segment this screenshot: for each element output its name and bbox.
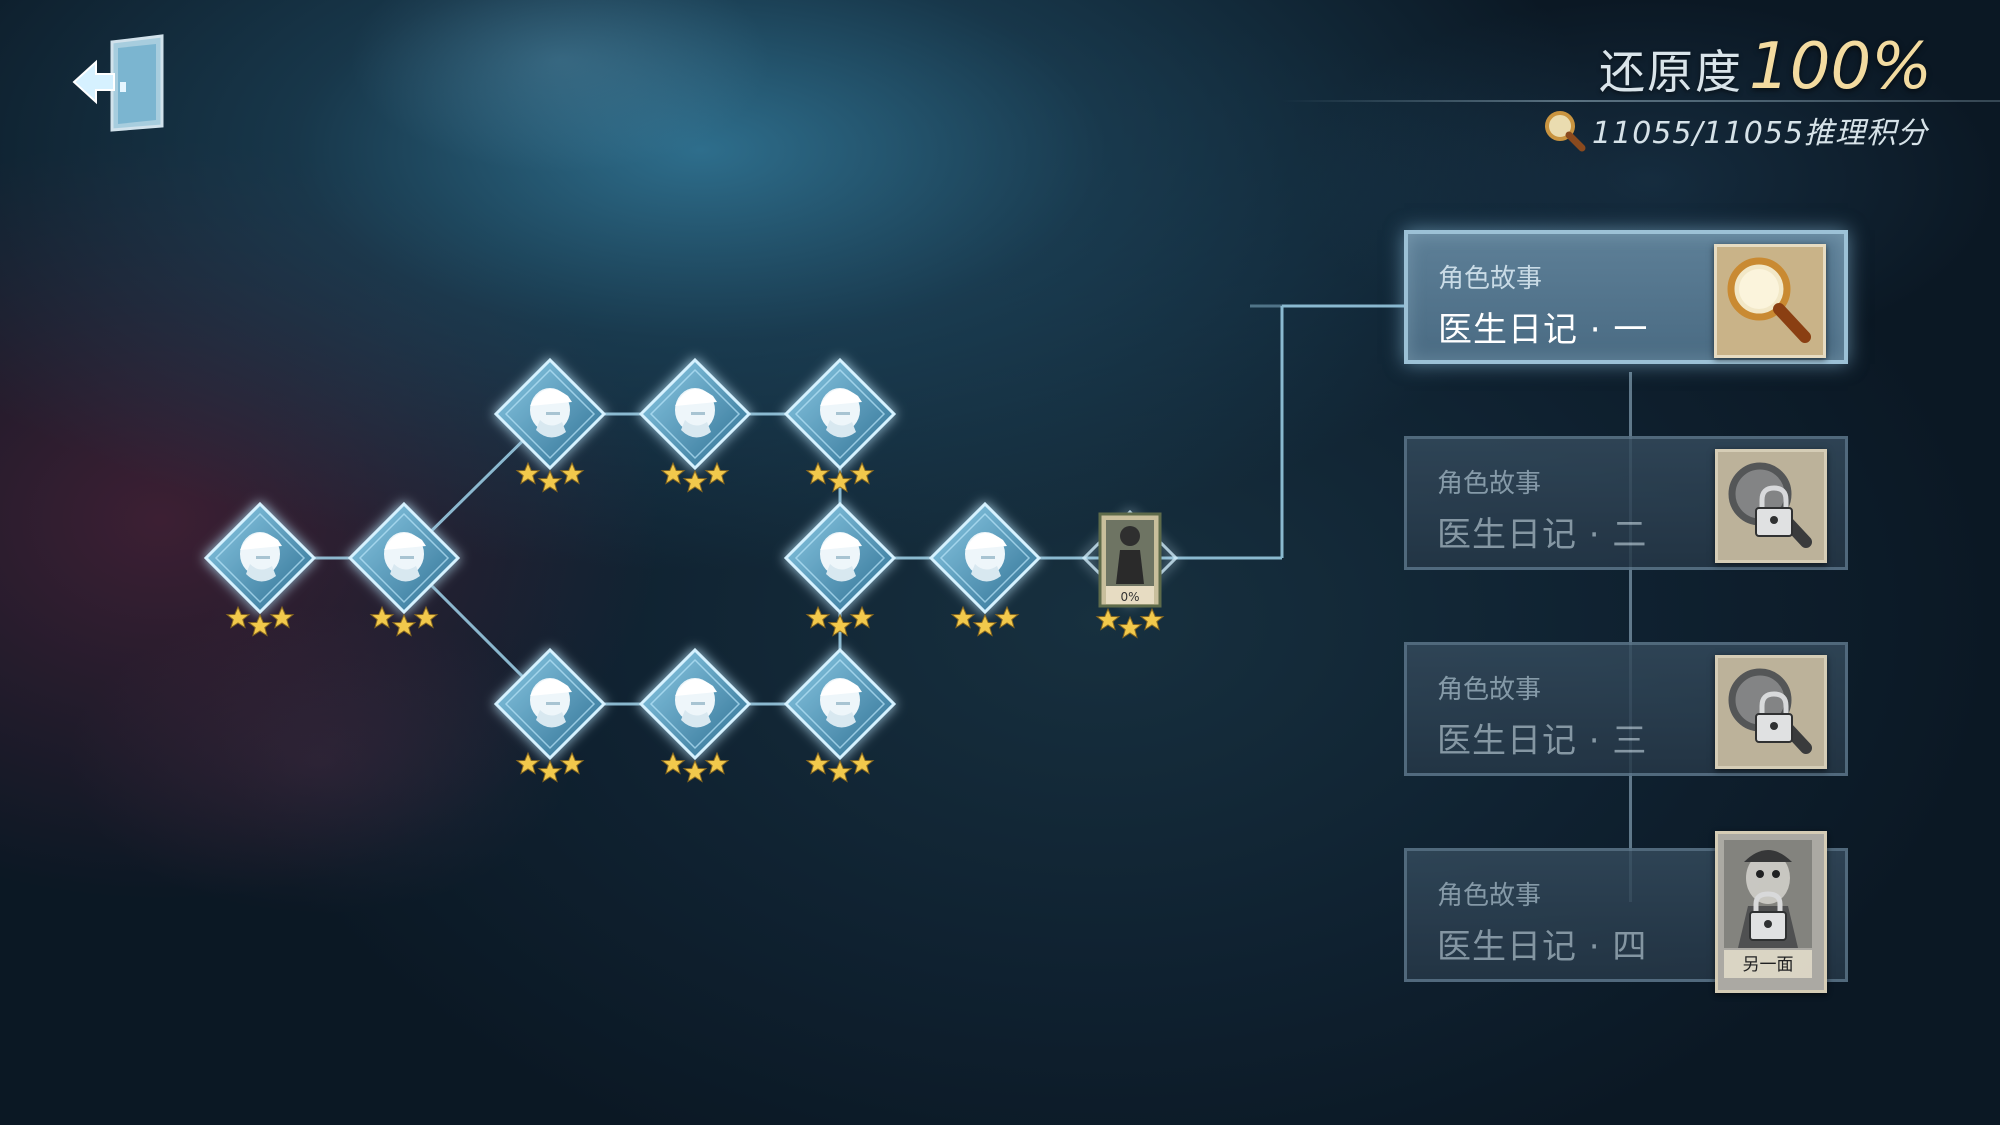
map-node[interactable]: [641, 650, 749, 782]
map-node[interactable]: [786, 504, 894, 636]
map-node[interactable]: [931, 504, 1039, 636]
map-node[interactable]: [786, 650, 894, 782]
locked-magnifier-icon: [1728, 668, 1812, 754]
card-title: 医生日记 · 三: [1437, 721, 1648, 761]
card-category: 角色故事: [1437, 675, 1542, 705]
map-node[interactable]: [786, 360, 894, 492]
card-thumb: 另一面: [1715, 831, 1827, 993]
reasoning-score: 11055/11055推理积分: [1542, 108, 1928, 152]
map-connections: [260, 304, 1404, 706]
story-card-1[interactable]: 角色故事 医生日记 · 一: [1404, 230, 1848, 364]
card-title: 医生日记 · 一: [1438, 310, 1649, 350]
restore-progress: 还原度 100%: [1599, 30, 1932, 104]
restore-label: 还原度: [1599, 45, 1744, 99]
card-title: 医生日记 · 二: [1437, 515, 1648, 555]
card-category: 角色故事: [1437, 469, 1542, 499]
map-node[interactable]: [350, 504, 458, 636]
map-node[interactable]: [496, 650, 604, 782]
story-card-2[interactable]: 角色故事 医生日记 · 二: [1404, 436, 1848, 570]
map-node[interactable]: [206, 504, 314, 636]
card-thumb: [1715, 655, 1827, 769]
map-node[interactable]: [641, 360, 749, 492]
magnifier-icon: [1545, 111, 1586, 152]
magnifier-icon: [1727, 257, 1811, 343]
score-text: 11055/11055推理积分: [1592, 116, 1928, 151]
story-card-4[interactable]: 角色故事 医生日记 · 四 另一面: [1404, 831, 1848, 993]
card-category: 角色故事: [1438, 264, 1543, 294]
portrait-percent: 0%: [1120, 590, 1139, 604]
locked-magnifier-icon: [1728, 462, 1812, 548]
restore-value: 100%: [1749, 30, 1932, 104]
header-divider: [1280, 100, 2000, 102]
thumb-caption: 另一面: [1743, 955, 1794, 975]
character-portrait-node[interactable]: 0%: [1081, 509, 1179, 638]
card-thumb: [1714, 244, 1826, 358]
card-thumb: [1715, 449, 1827, 563]
card-category: 角色故事: [1437, 881, 1542, 911]
locked-portrait-icon: 另一面: [1724, 840, 1812, 978]
exit-door-icon: [72, 34, 164, 132]
panel-connector: [1629, 372, 1632, 902]
exit-button[interactable]: [70, 34, 174, 138]
map-node[interactable]: [496, 360, 604, 492]
card-title: 医生日记 · 四: [1437, 927, 1648, 967]
story-card-3[interactable]: 角色故事 医生日记 · 三: [1404, 642, 1848, 776]
